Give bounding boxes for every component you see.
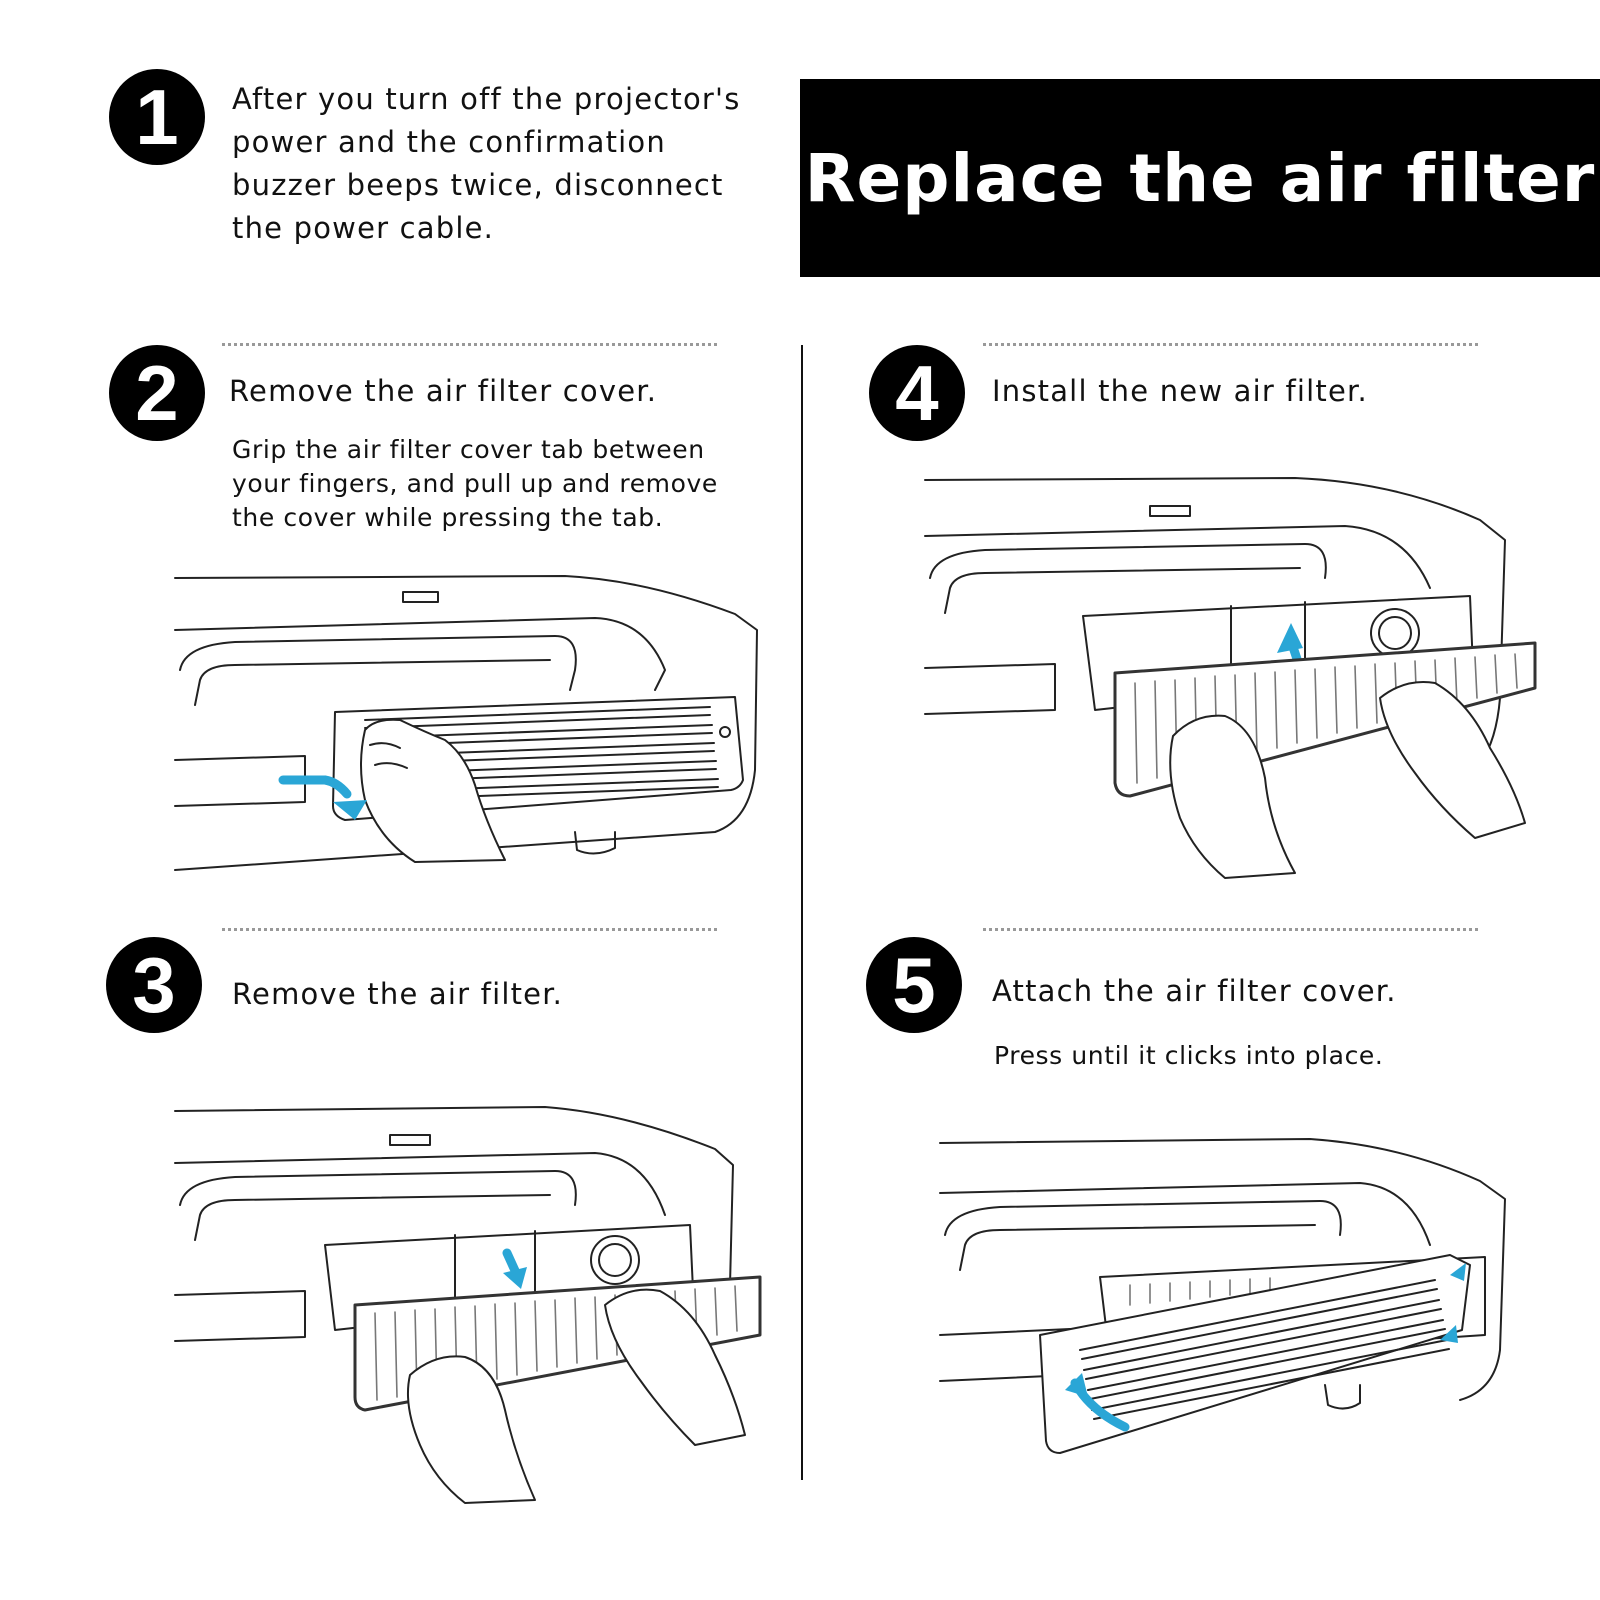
step-5-description: Press until it clicks into place. [994, 1041, 1384, 1070]
cover-louvers-step-5 [1079, 1279, 1450, 1420]
step-5-heading: Attach the air filter cover. [992, 974, 1397, 1008]
dotted-divider-step-5 [983, 928, 1478, 931]
illustration-remove-filter [174, 1106, 762, 1504]
step-1-number-badge: 1 [109, 69, 205, 165]
step-5-number-badge: 5 [866, 937, 962, 1033]
dotted-divider-step-4 [983, 343, 1478, 346]
step-4-number-badge: 4 [869, 345, 965, 441]
step-2-heading: Remove the air filter cover. [229, 374, 658, 408]
vertical-divider [801, 345, 803, 1480]
filter-pleats-step-5 [1129, 1277, 1271, 1306]
step-1-text: After you turn off the projector's power… [232, 82, 741, 245]
dotted-divider-step-3 [222, 928, 717, 931]
step-4-heading: Install the new air filter. [992, 374, 1368, 408]
illustration-install-filter [924, 477, 1537, 879]
title-banner: Replace the air filter [800, 79, 1600, 277]
step-2-number-badge: 2 [109, 345, 205, 441]
step-2-description: Grip the air filter cover tab between yo… [232, 435, 718, 532]
illustration-remove-cover [174, 575, 758, 871]
step-3-number-badge: 3 [106, 937, 202, 1033]
step-3-heading: Remove the air filter. [232, 977, 564, 1011]
page-title: Replace the air filter [804, 139, 1596, 217]
dotted-divider-step-2 [222, 343, 717, 346]
illustration-attach-cover [939, 1138, 1506, 1454]
